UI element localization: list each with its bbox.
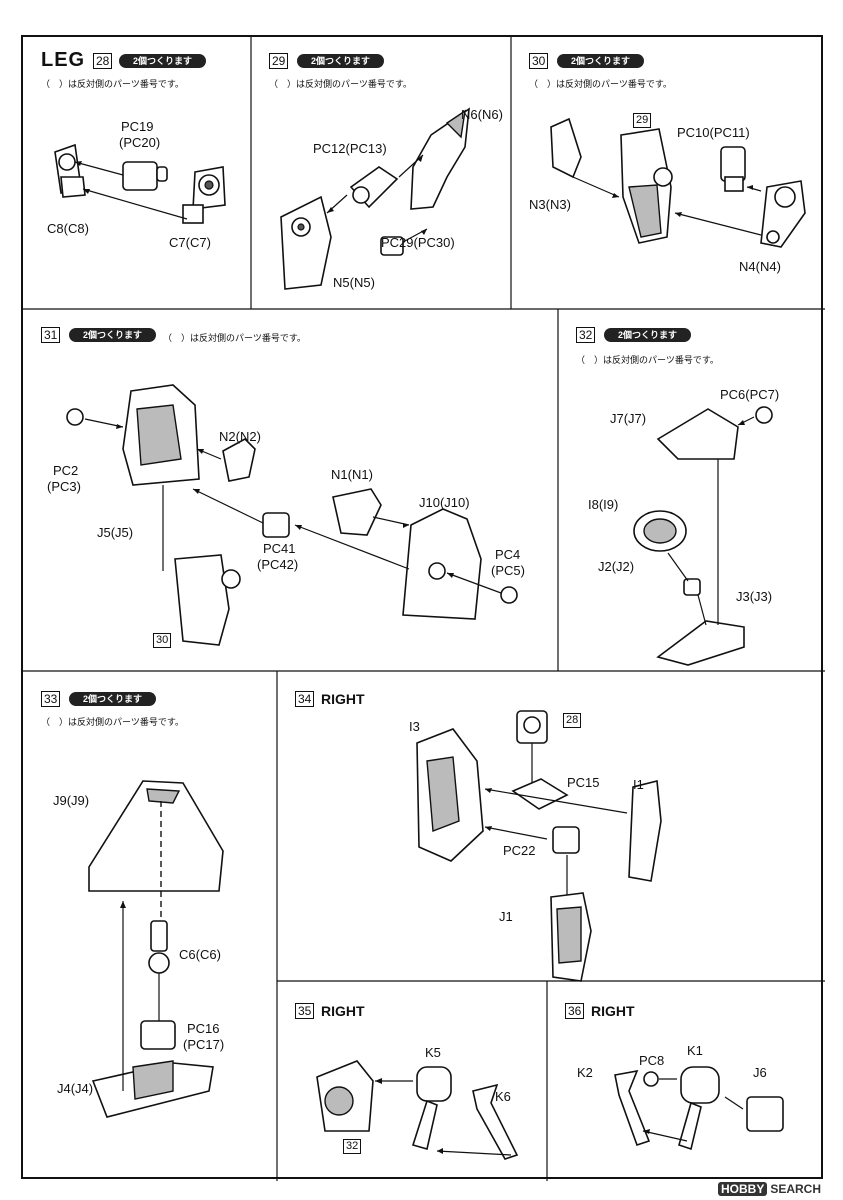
step-number: 32 [576,327,596,343]
step-number: 35 [295,1003,315,1019]
step-34-illustration [416,710,662,982]
part-label: (PC3) [47,479,81,494]
part-label: J10(J10) [419,495,470,510]
part-label: (PC42) [257,557,299,572]
watermark-logo: HOBBY [717,1182,768,1196]
part-label: N4(N4) [739,259,781,274]
part-label: J9(J9) [53,793,90,808]
quantity-badge: 2個つくります [297,54,385,68]
panel-grid [23,37,825,1181]
step-number: 28 [93,53,113,69]
step-31-panel: 31 2個つくります （ ）は反対側のパーツ番号です。 N2(N2) PC2 (… [23,309,558,671]
step-35-panel: 35 RIGHT K5 32 K6 [277,981,547,1181]
step-32-panel: 32 2個つくります （ ）は反対側のパーツ番号です。 PC6(PC7) J7(… [558,309,825,671]
step-number: 29 [269,53,289,69]
part-label: PC19 [121,119,154,134]
part-label: J3(J3) [736,589,773,604]
step-36-illustration [614,1066,784,1151]
part-label: C8(C8) [47,221,89,236]
part-label: PC6(PC7) [720,387,780,402]
part-label: J6 [753,1065,767,1080]
opposite-side-note: （ ）は反対側のパーツ番号です。 [163,333,306,343]
quantity-badge: 2個つくります [604,328,692,342]
step-35-illustration [316,1060,519,1160]
opposite-side-note: （ ）は反対側のパーツ番号です。 [41,79,184,89]
part-label: N2(N2) [219,429,261,444]
step-30-panel: 30 2個つくります （ ）は反対側のパーツ番号です。 29 PC10(PC11… [511,37,825,309]
part-label: C7(C7) [169,235,211,250]
step-reference: 29 [633,113,652,128]
quantity-badge: 2個つくります [119,54,207,68]
opposite-side-note: （ ）は反対側のパーツ番号です。 [529,79,672,89]
step-title: RIGHT [321,691,365,707]
part-label: PC22 [503,843,536,858]
step-36-panel: 36 RIGHT K1 PC8 K2 J6 [547,981,825,1181]
part-label: PC4 [495,547,521,562]
part-label: PC29(PC30) [381,235,455,250]
step-34-panel: 34 RIGHT I3 28 PC15 I1 PC22 J1 [277,671,825,982]
part-label: PC41 [263,541,296,556]
quantity-badge: 2個つくります [557,54,645,68]
step-30-illustration [550,117,806,248]
quantity-badge: 2個つくります [69,692,157,706]
part-label: J1 [499,909,513,924]
step-number: 30 [529,53,549,69]
step-number: 31 [41,327,61,343]
watermark-text: SEARCH [770,1182,821,1196]
step-31-illustration [66,384,518,646]
step-28-illustration [54,143,226,224]
part-label: (PC5) [491,563,525,578]
step-title: RIGHT [591,1003,635,1019]
step-title: RIGHT [321,1003,365,1019]
step-32-illustration [633,406,773,666]
opposite-side-note: （ ）は反対側のパーツ番号です。 [269,79,412,89]
instruction-sheet: LEG 28 2個つくります （ ）は反対側のパーツ番号です。 PC19 (PC… [21,35,825,1181]
opposite-side-note: （ ）は反対側のパーツ番号です。 [576,355,719,365]
part-label: PC8 [639,1053,665,1068]
step-reference: 32 [343,1139,362,1154]
part-label: K1 [687,1043,703,1058]
part-label: C6(C6) [179,947,221,962]
step-33-panel: 33 2個つくります （ ）は反対側のパーツ番号です。 J9(J9) C6(C6… [23,671,277,1181]
part-label: N6(N6) [461,107,503,122]
part-label: K5 [425,1045,441,1060]
part-label: J7(J7) [610,411,647,426]
quantity-badge: 2個つくります [69,328,157,342]
part-label: PC12(PC13) [313,141,387,156]
part-label: I8(I9) [588,497,619,512]
part-label: PC16 [187,1021,220,1036]
part-label: K6 [495,1089,511,1104]
step-29-panel: 29 2個つくります （ ）は反対側のパーツ番号です。 N6(N6) PC12(… [251,37,511,309]
step-reference: 30 [153,633,172,648]
part-label: J5(J5) [97,525,134,540]
part-label: PC2 [53,463,79,478]
part-label: PC15 [567,775,600,790]
part-label: J2(J2) [598,559,635,574]
part-label: K2 [577,1065,593,1080]
step-28-panel: LEG 28 2個つくります （ ）は反対側のパーツ番号です。 PC19 (PC… [23,37,251,309]
opposite-side-note: （ ）は反対側のパーツ番号です。 [41,717,184,727]
step-number: 33 [41,691,61,707]
part-label: I1 [633,777,644,792]
part-label: N5(N5) [333,275,375,290]
section-title: LEG [41,49,86,71]
part-label: N3(N3) [529,197,571,212]
step-reference: 28 [563,713,582,728]
part-label: PC10(PC11) [677,125,750,140]
part-label: (PC17) [183,1037,225,1052]
step-33-illustration [88,780,224,1118]
step-29-illustration [280,107,470,290]
step-number: 34 [295,691,315,707]
part-label: N1(N1) [331,467,373,482]
step-number: 36 [565,1003,585,1019]
part-label: (PC20) [119,135,161,150]
part-label: I3 [409,719,420,734]
part-label: J4(J4) [57,1081,94,1096]
